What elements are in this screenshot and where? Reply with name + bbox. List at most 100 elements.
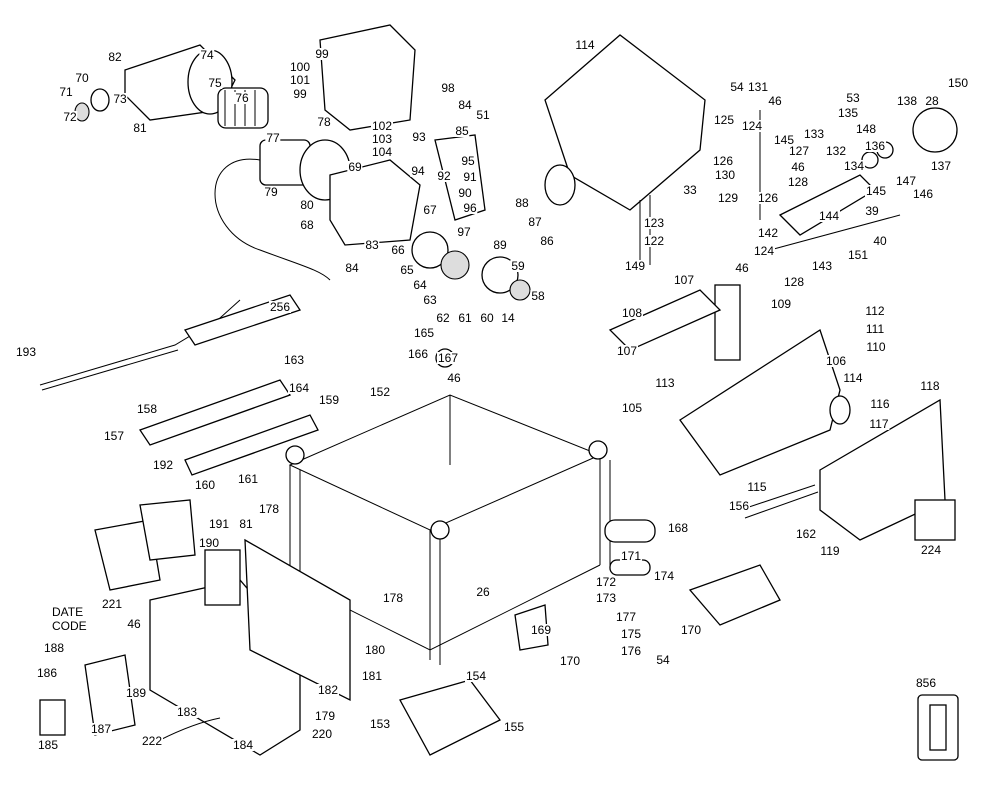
part-number-label: 170 [679,623,703,637]
part-number-label: 83 [364,238,380,252]
part-number-label: 84 [457,98,473,112]
part-number-label: 180 [363,643,387,657]
part-number-label: 84 [344,261,360,275]
part-number-label: 193 [14,345,38,359]
label-856 [917,694,959,761]
part-number-label: 181 [360,669,384,683]
part-number-label: 54 [655,653,671,667]
part-number-label: 145 [864,184,888,198]
part-number-label: 170 [558,654,582,668]
part-number-label: 162 [794,527,818,541]
part-number-label: 46 [126,617,142,631]
part-number-label: 46 [446,371,462,385]
date-code-label: DATE CODE [52,605,87,633]
part-number-label: 33 [682,183,698,197]
part-number-label: 178 [381,591,405,605]
part-number-label: 137 [929,159,953,173]
part-number-label: 126 [711,154,735,168]
part-number-label: 178 [257,502,281,516]
part-number-label: 172 [594,575,618,589]
part-number-label: 26 [475,585,491,599]
part-number-label: 142 [756,226,780,240]
part-number-label: 106 [824,354,848,368]
part-number-label: 176 [619,644,643,658]
part-number-label: 856 [914,676,938,690]
part-number-label: 182 [316,683,340,697]
part-number-label: 63 [422,293,438,307]
part-number-label: 117 [868,417,890,431]
part-number-label: 40 [872,234,888,248]
part-number-label: 191 [207,517,231,531]
part-number-label: 179 [313,709,337,723]
part-number-label: 101 [288,73,312,87]
part-number-label: 74 [199,48,215,62]
part-number-label: 122 [642,234,666,248]
part-number-label: 94 [410,164,426,178]
part-number-label: 187 [89,722,113,736]
part-number-label: 66 [390,243,406,257]
part-number-label: 75 [207,76,223,90]
part-number-label: 68 [299,218,315,232]
part-number-label: 144 [817,209,841,223]
part-number-label: 169 [529,623,553,637]
power-cord [39,299,241,391]
part-number-label: 46 [734,261,750,275]
part-number-label: 60 [479,311,495,325]
part-number-label: 67 [422,203,438,217]
part-number-label: 221 [100,597,124,611]
part-number-label: 138 [895,94,919,108]
part-number-label: 90 [457,186,473,200]
part-number-label: 110 [865,340,887,354]
part-number-label: 129 [716,191,740,205]
part-number-label: 88 [514,196,530,210]
part-number-label: 98 [440,81,456,95]
part-number-label: 174 [652,569,676,583]
part-number-label: 157 [102,429,126,443]
part-number-label: 96 [462,201,478,215]
part-number-label: 99 [314,47,330,61]
main-housing [604,284,956,543]
part-number-label: 53 [845,91,861,105]
part-number-label: 104 [370,145,394,159]
part-number-label: 165 [412,326,436,340]
part-number-label: 118 [919,379,941,393]
part-number-label: 168 [666,521,690,535]
part-number-label: 192 [151,458,175,472]
blade-guard-assembly [39,499,351,756]
part-number-label: 76 [234,91,250,105]
part-number-label: 95 [460,154,476,168]
part-number-label: 46 [767,94,783,108]
part-number-label: 185 [36,738,60,752]
part-number-label: 111 [864,322,886,336]
part-number-label: 77 [265,131,281,145]
part-number-label: 188 [42,641,66,655]
part-number-label: 91 [462,170,478,184]
part-number-label: 131 [746,80,770,94]
part-number-label: 189 [124,686,148,700]
part-number-label: 86 [539,234,555,248]
part-number-label: 145 [772,133,796,147]
part-number-label: 158 [135,402,159,416]
part-number-label: 81 [238,517,254,531]
part-number-label: 62 [435,311,451,325]
part-number-label: 160 [193,478,217,492]
part-number-label: 89 [492,238,508,252]
part-number-label: 132 [824,144,848,158]
part-number-label: 190 [197,536,221,550]
part-number-label: 134 [842,159,866,173]
trunnion-plate [544,34,958,270]
part-number-label: 116 [869,397,891,411]
part-number-label: 164 [287,381,311,395]
part-number-label: 113 [654,376,676,390]
part-number-label: 58 [530,289,546,303]
feet-and-handles [399,559,781,756]
part-number-label: 119 [819,544,841,558]
part-number-label: 155 [502,720,526,734]
part-number-label: 128 [782,275,806,289]
part-number-label: 127 [787,144,811,158]
part-number-label: 78 [316,115,332,129]
part-number-label: 173 [594,591,618,605]
part-number-label: 167 [436,351,460,365]
armature [217,87,269,129]
